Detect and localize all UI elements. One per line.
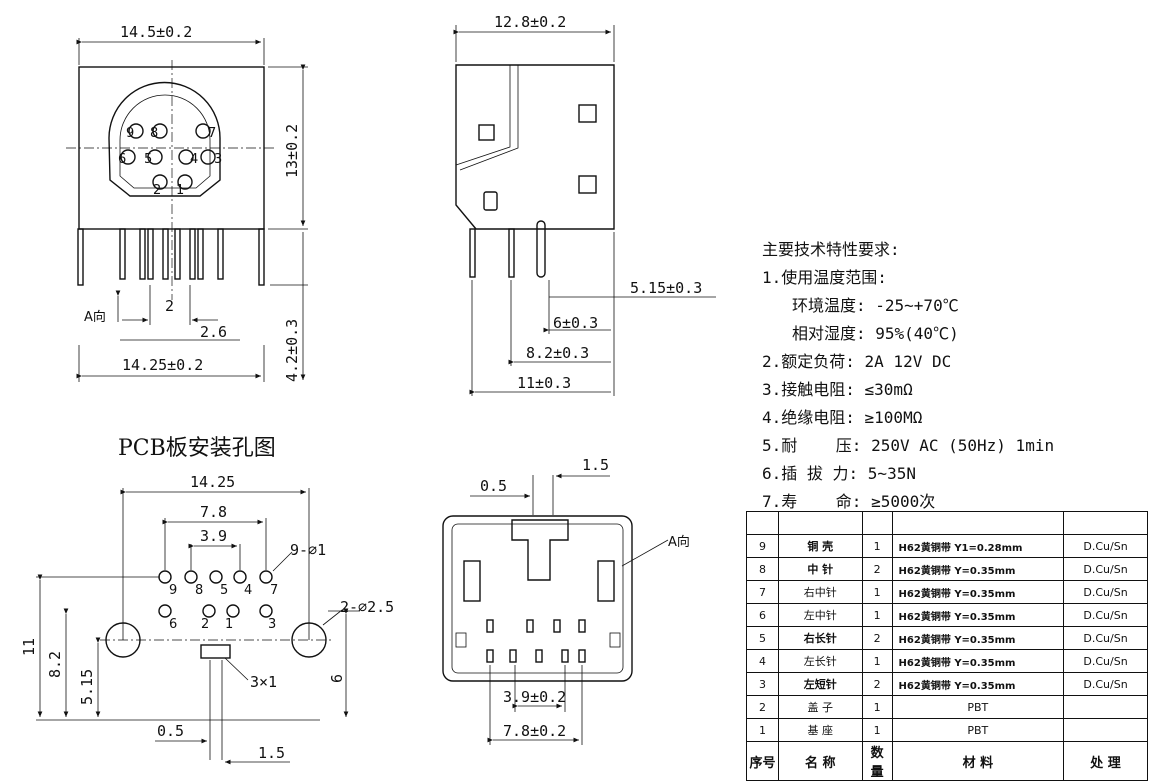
pcb-dim-6: 6 (328, 674, 346, 683)
pcb-title: PCB板安装孔图 (118, 436, 276, 461)
pin-label: 7 (208, 126, 216, 141)
side-housing (455, 64, 615, 230)
spec-line: 1.使用温度范围: (762, 268, 887, 287)
direction-a-label: A向 (84, 309, 106, 325)
hole-label: 9 (169, 583, 177, 598)
pin-label: 4 (190, 152, 198, 167)
side-dim-6: 6±0.3 (553, 314, 598, 332)
pin-label: 5 (144, 152, 152, 167)
hole-label: 5 (220, 583, 228, 598)
specs-block: 主要技术特性要求: 1.使用温度范围: 环境温度: -25~+70℃ 相对湿度:… (762, 236, 1054, 516)
pin-label: 2 (153, 183, 161, 198)
pcb-dim-82: 8.2 (46, 651, 64, 678)
leg-length-dim: 4.2±0.3 (283, 319, 301, 382)
hole-label: 4 (244, 583, 252, 598)
hole-label: 7 (270, 583, 278, 598)
pin-offset-dim: 2.6 (200, 323, 227, 341)
pin-label: 6 (118, 152, 126, 167)
side-view: 12.8±0.2 5.15±0.3 6±0.3 8.2±0.3 11±0.3 (453, 13, 716, 396)
pin-holes (120, 123, 216, 190)
table-row (746, 511, 1148, 535)
direction-a-label: A向 (668, 534, 690, 550)
side-window (483, 191, 498, 211)
pcb-pitch-dim: 3.9 (200, 527, 227, 545)
spec-line: 5.耐 压: 250V AC (50Hz) 1min (762, 436, 1055, 455)
slot-note: 3×1 (250, 673, 277, 691)
bottom-view: 0.5 1.5 A向 3.9±0.2 7.8±0.2 (442, 456, 690, 745)
hole-label: 6 (169, 617, 177, 632)
bottom-dim-05: 0.5 (480, 477, 507, 495)
side-slot (597, 560, 615, 602)
pcb-dim-15: 1.5 (258, 744, 285, 762)
side-window (478, 124, 495, 141)
side-window (578, 104, 597, 123)
spec-line: 4.绝缘电阻: ≥100MΩ (762, 408, 923, 427)
din-socket-inner (119, 94, 211, 189)
side-dim-515: 5.15±0.3 (630, 279, 702, 297)
din-socket-outline (108, 81, 221, 197)
slot-hole (200, 644, 231, 659)
side-leg (508, 228, 515, 278)
pcb-dim-515: 5.15 (78, 669, 96, 705)
front-height-dim: 13±0.2 (283, 124, 301, 178)
hole-label: 2 (201, 617, 209, 632)
hole-label: 1 (225, 617, 233, 632)
hole-label: 3 (268, 617, 276, 632)
bottom-housing (442, 515, 633, 682)
pin-label: 1 (176, 183, 184, 198)
spec-line: 环境温度: -25~+70℃ (792, 296, 959, 315)
mount-note: 2-⌀2.5 (340, 598, 394, 616)
pcb-width-dim: 14.25 (190, 473, 235, 491)
pin-spacing-dim: 2 (165, 297, 174, 315)
side-slot (463, 560, 481, 602)
bottom-dim-15: 1.5 (582, 456, 609, 474)
side-dim-82: 8.2±0.3 (526, 344, 589, 362)
table-header: 序号名 称数量材 料处 理 (746, 741, 1148, 781)
spec-line: 7.寿 命: ≥5000次 (762, 492, 936, 511)
side-width-dim: 12.8±0.2 (494, 13, 566, 31)
front-view: 9 8 7 6 5 4 3 2 1 14.5±0.2 13±0.2 4.2±0.… (66, 23, 308, 382)
bottom-pins (486, 619, 586, 663)
pcb-height-dim: 11 (20, 638, 38, 656)
spec-line: 2.额定负荷: 2A 12V DC (762, 352, 952, 371)
specs-heading: 主要技术特性要求: (762, 240, 900, 259)
hole-note: 9-⌀1 (290, 541, 326, 559)
pin-label: 9 (126, 126, 134, 141)
side-dim-11: 11±0.3 (517, 374, 571, 392)
spec-line: 3.接触电阻: ≤30mΩ (762, 380, 913, 399)
pcb-span-dim: 7.8 (200, 503, 227, 521)
front-legs (77, 228, 265, 286)
pin-label: 8 (150, 126, 158, 141)
pcb-dim-05: 0.5 (157, 722, 184, 740)
spec-line: 6.插 拔 力: 5~35N (762, 464, 916, 483)
side-leg (469, 228, 476, 278)
bottom-pitch-dim: 3.9±0.2 (503, 688, 566, 706)
side-window (578, 175, 597, 194)
hole-label: 8 (195, 583, 203, 598)
spec-line: 相对湿度: 95%(40℃) (792, 324, 959, 343)
bottom-span-dim: 7.8±0.2 (503, 722, 566, 740)
side-leg (536, 220, 546, 278)
pin-label: 3 (214, 152, 222, 167)
pcb-holes (158, 570, 273, 618)
pcb-layout: PCB板安装孔图 14.25 7.8 3.9 9 8 5 4 7 6 2 1 3… (20, 436, 394, 765)
front-width-dim: 14.5±0.2 (120, 23, 192, 41)
base-width-dim: 14.25±0.2 (122, 356, 203, 374)
center-tab (511, 519, 569, 581)
